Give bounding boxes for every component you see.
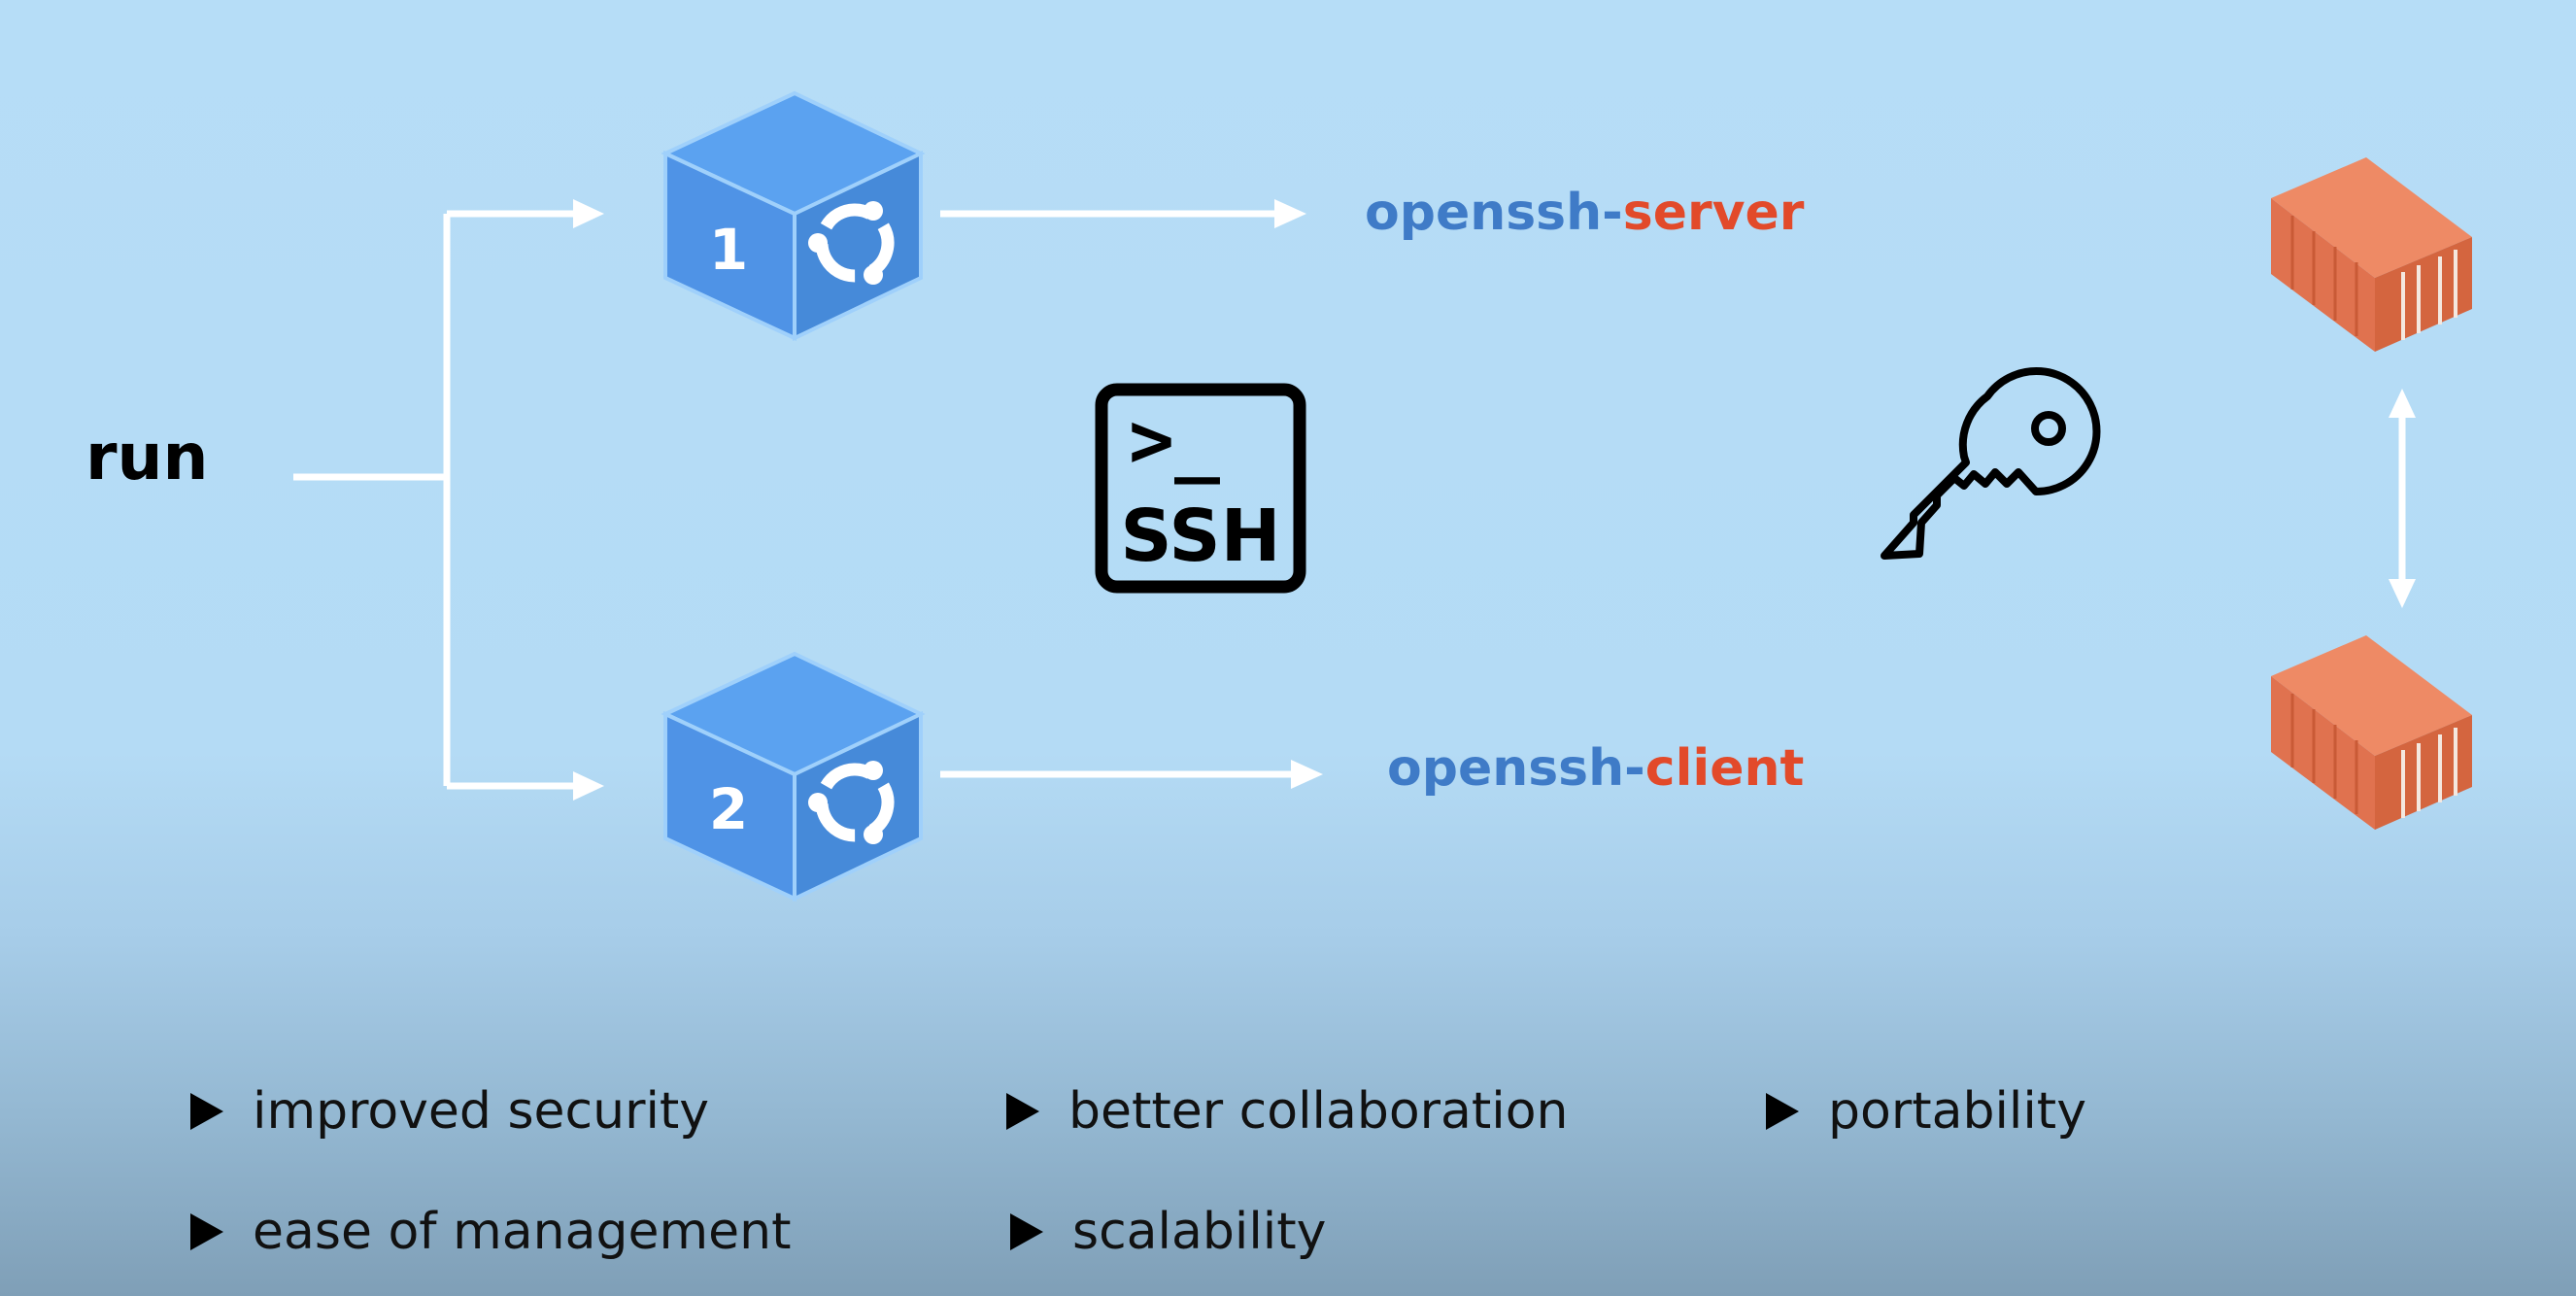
bullet-triangle-icon (1010, 1213, 1043, 1250)
ubuntu-logo-icon (808, 761, 895, 844)
benefit-text: portability (1828, 1082, 2086, 1141)
branch-connector (293, 210, 578, 790)
run-label: run (85, 420, 209, 495)
arrowhead-to-machine-2 (573, 771, 604, 801)
ubuntu-logo-icon (808, 201, 895, 285)
arrowhead-to-machine-1 (573, 199, 604, 228)
bullet-triangle-icon (190, 1093, 223, 1130)
package-suffix: client (1644, 739, 1805, 798)
terminal-ssh-icon: >_ SSH (1095, 383, 1306, 594)
package-prefix: openssh- (1365, 184, 1623, 242)
benefit-text: better collaboration (1068, 1082, 1569, 1141)
svg-text:2: 2 (709, 776, 748, 842)
svg-text:SSH: SSH (1120, 495, 1280, 578)
svg-text:>_: >_ (1129, 397, 1220, 485)
package-server-label: openssh-server (1365, 188, 1804, 238)
package-suffix: server (1622, 184, 1805, 242)
benefit-text: improved security (253, 1082, 710, 1141)
benefit-item: scalability (1010, 1207, 1326, 1257)
bullet-triangle-icon (1006, 1093, 1039, 1130)
benefit-item: better collaboration (1006, 1086, 1569, 1137)
shipping-container-icon (2271, 635, 2472, 830)
key-icon (1881, 367, 2101, 560)
double-arrow-icon (2389, 389, 2416, 608)
benefit-item: improved security (190, 1086, 709, 1137)
shipping-container-icon (2271, 157, 2472, 352)
bullet-triangle-icon (1766, 1093, 1799, 1130)
machine-1-cube: 1 (661, 90, 926, 342)
benefit-text: ease of management (253, 1203, 792, 1261)
bullet-triangle-icon (190, 1213, 223, 1250)
machine-2-cube: 2 (661, 651, 926, 903)
benefit-item: ease of management (190, 1207, 791, 1257)
benefit-text: scalability (1072, 1203, 1327, 1261)
package-prefix: openssh- (1387, 739, 1645, 798)
package-client-label: openssh-client (1387, 743, 1804, 794)
benefit-item: portability (1766, 1086, 2086, 1137)
machine-number: 1 (709, 217, 748, 283)
